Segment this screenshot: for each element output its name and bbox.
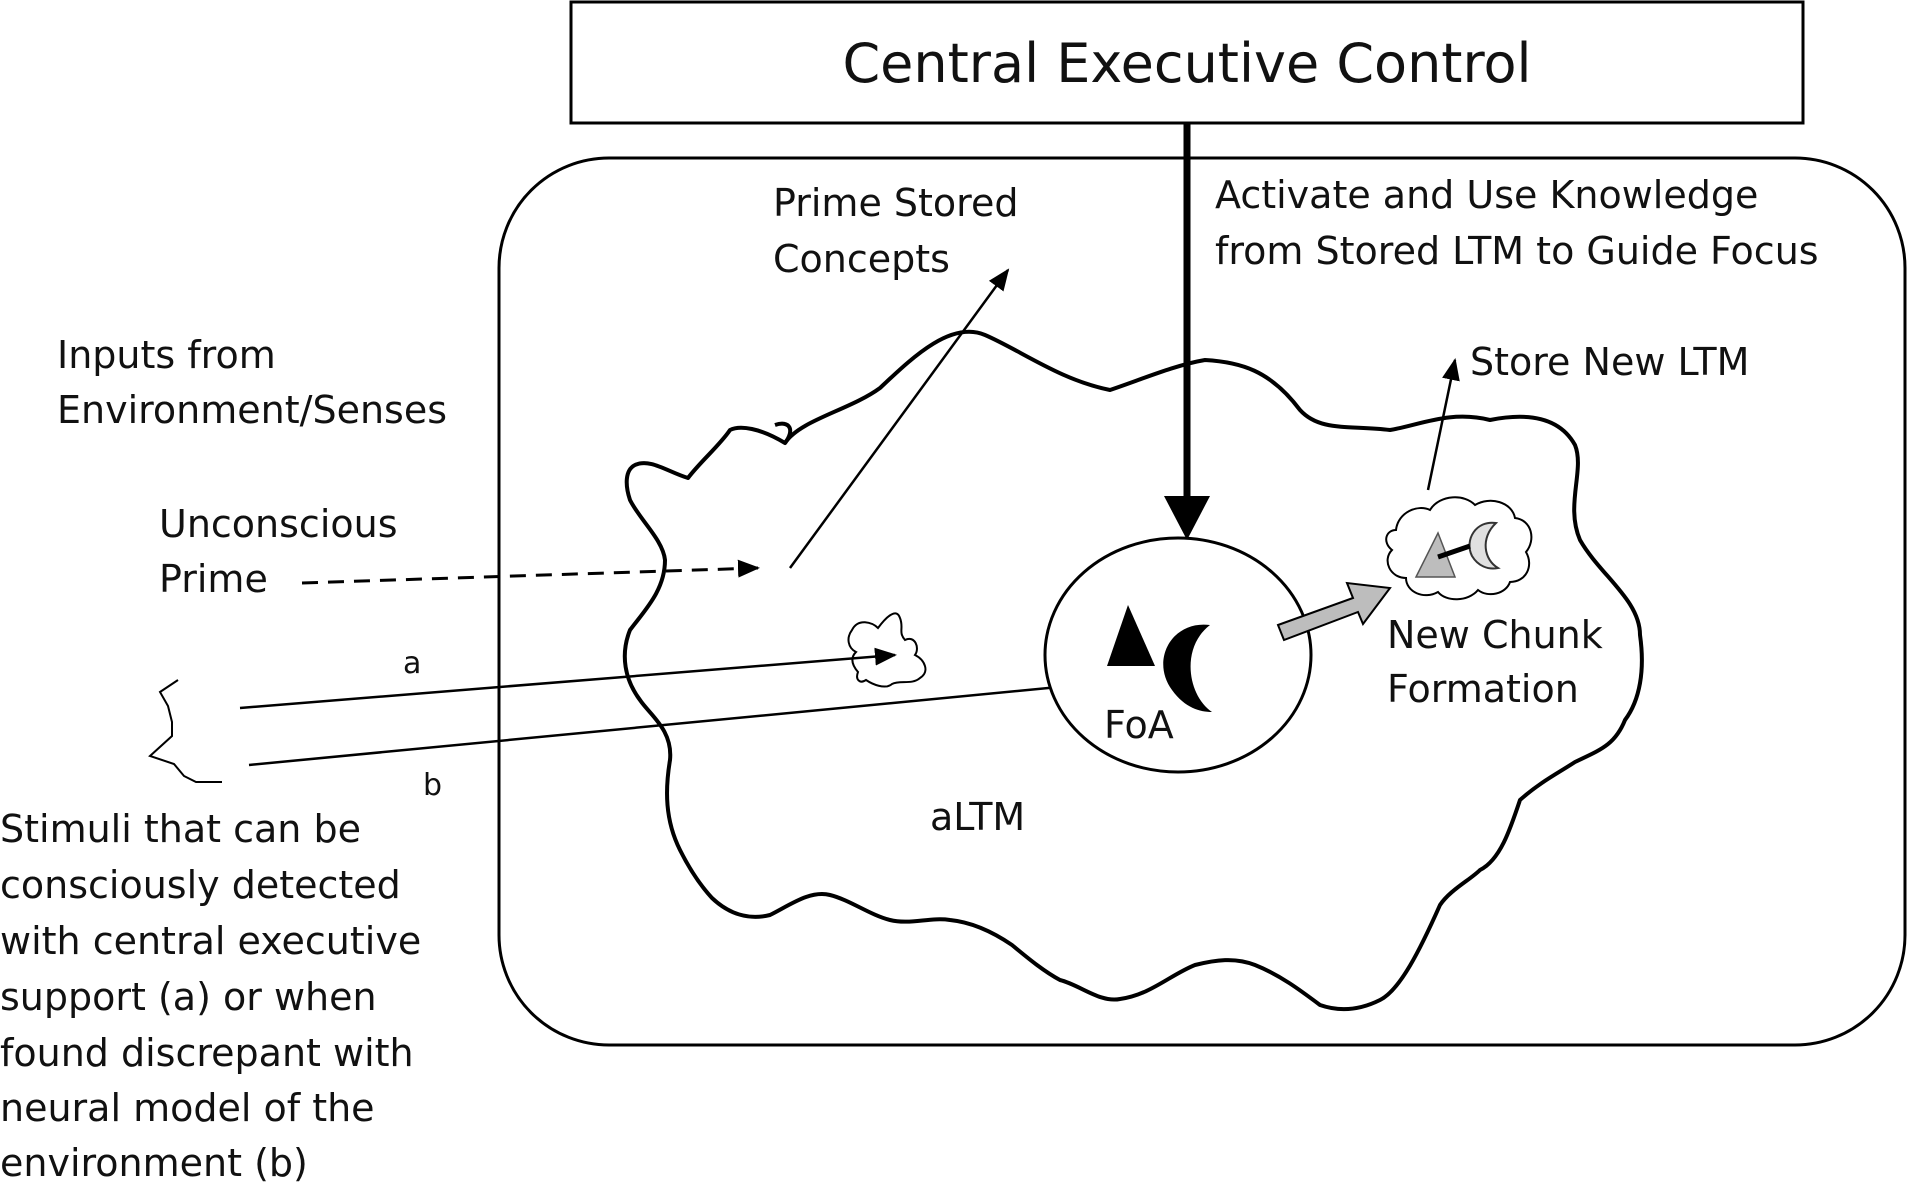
- stimulus-blob: [847, 612, 927, 688]
- stimuli-caption-line: Stimuli that can be: [0, 807, 361, 851]
- activate-knowledge-line1: Activate and Use Knowledge: [1215, 173, 1758, 217]
- stimuli-caption-line: found discrepant with: [0, 1031, 414, 1075]
- unconscious-line1: Unconscious: [159, 502, 398, 546]
- altm-hook: [774, 421, 793, 445]
- foa-triangle-icon: [1107, 605, 1155, 666]
- unconscious-prime-arrow: [301, 559, 760, 585]
- path-b-arrow: [248, 675, 1102, 767]
- stimuli-caption-line: support (a) or when: [0, 975, 377, 1019]
- chunk-link: [1437, 543, 1471, 560]
- central-executive-title: Central Executive Control: [842, 32, 1531, 95]
- new-chunk-line2: Formation: [1387, 667, 1579, 711]
- path-b-label: b: [423, 768, 442, 803]
- stimuli-caption-line: environment (b): [0, 1141, 308, 1185]
- altm-region: [622, 329, 1644, 1012]
- inputs-line1: Inputs from: [57, 333, 276, 377]
- stimuli-bracket: [148, 679, 222, 783]
- store-new-ltm-label: Store New LTM: [1470, 340, 1749, 384]
- prime-stored-arrow: [788, 268, 1010, 569]
- chunk-formation-arrow: [1276, 581, 1392, 642]
- stimuli-caption-line: neural model of the: [0, 1086, 375, 1130]
- foa-crescent-icon: [1163, 624, 1212, 712]
- stimuli-caption-line: consciously detected: [0, 863, 401, 907]
- new-chunk-line1: New Chunk: [1387, 613, 1603, 657]
- stimuli-caption-line: with central executive: [0, 919, 421, 963]
- executive-arrowhead: [1164, 496, 1210, 540]
- inputs-line2: Environment/Senses: [57, 388, 447, 432]
- path-a-arrow: [239, 647, 897, 710]
- prime-stored-line1: Prime Stored: [773, 181, 1018, 225]
- chunk-crescent-icon: [1468, 521, 1501, 570]
- prime-stored-line2: Concepts: [773, 237, 950, 281]
- foa-label: FoA: [1104, 703, 1174, 747]
- central-executive-box: [569, 0, 1805, 125]
- altm-label: aLTM: [930, 795, 1025, 839]
- store-ltm-arrow: [1426, 358, 1460, 491]
- memory-system-frame: [497, 156, 1907, 1047]
- stimuli-caption: Stimuli that can be consciously detected…: [0, 807, 421, 1185]
- path-a-label: a: [403, 646, 421, 681]
- activate-knowledge-line2: from Stored LTM to Guide Focus: [1215, 229, 1819, 273]
- unconscious-line2: Prime: [159, 557, 268, 601]
